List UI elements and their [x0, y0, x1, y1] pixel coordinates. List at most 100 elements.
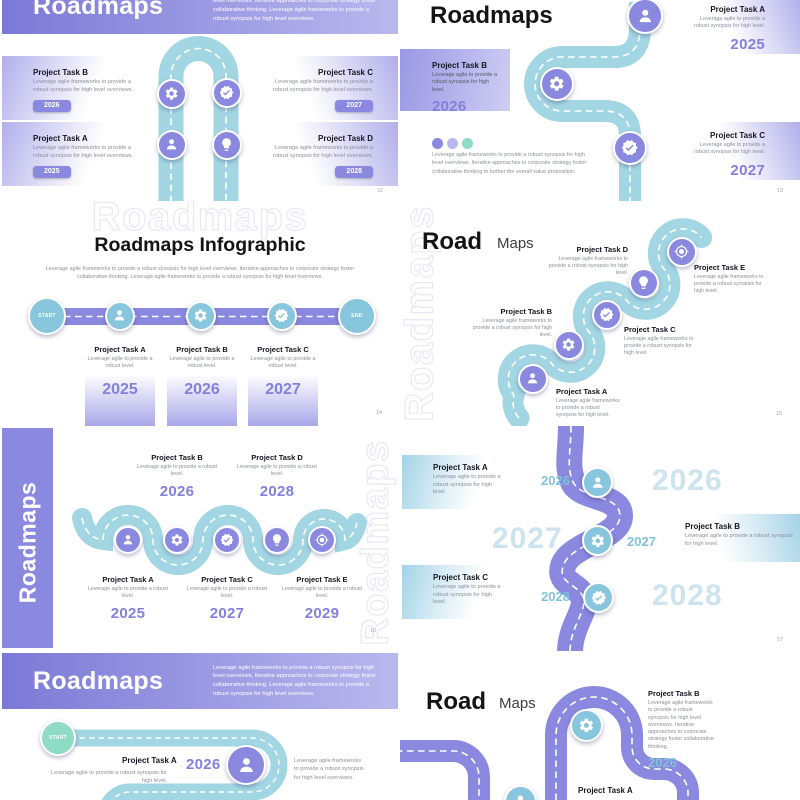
- year-badge: 2025: [33, 165, 71, 178]
- task-year: 2027: [627, 534, 656, 549]
- person-icon: [107, 303, 133, 329]
- page-number: 13: [777, 188, 784, 194]
- task-column: Project Task C Leverage agile to provide…: [248, 345, 318, 426]
- task-title: Project Task D: [318, 134, 373, 143]
- dot-row: [432, 136, 477, 154]
- target-icon: [310, 528, 334, 552]
- slide-thumbnail-16[interactable]: Roadmaps Roadmaps Project Task B Leverag…: [0, 426, 400, 651]
- slide-thumbnail-13[interactable]: Roadmaps Project Task A Leverage agile t…: [400, 0, 800, 201]
- task-year: 2027: [209, 605, 245, 623]
- year-badge: 2028: [335, 165, 373, 178]
- task-title: Project Task C: [624, 325, 676, 334]
- milestone-node: [186, 301, 216, 331]
- task-body: Leverage agile to provide a robust synop…: [685, 533, 793, 547]
- badge-check-icon: [585, 584, 612, 611]
- task-body: Leverage agile frameworks to provide a r…: [33, 145, 134, 159]
- task-year: 2027: [730, 161, 765, 179]
- task-card: Project Task C Leverage agile to provide…: [688, 122, 800, 180]
- header-band: Roadmaps Leverage agile frameworks to pr…: [2, 0, 398, 34]
- gear-icon: [572, 711, 601, 740]
- milestone-node: [582, 467, 613, 498]
- header-band: Roadmaps Leverage agile frameworks to pr…: [2, 653, 398, 709]
- milestone-node: [582, 525, 613, 556]
- slide-thumbnail-17[interactable]: 2026 2027 2028 Project Task A Leverage a…: [400, 426, 800, 651]
- task-card: Project Task B Leverage agile frameworks…: [2, 56, 148, 120]
- person-icon: [629, 0, 661, 32]
- task-body: Leverage agile to provide a robust synop…: [51, 770, 167, 784]
- milestone-node: [263, 526, 291, 554]
- sidebar-title: Roadmaps: [14, 481, 41, 604]
- slide-thumbnail-14[interactable]: Roadmaps Roadmaps Infographic Leverage a…: [0, 201, 400, 426]
- milestone-node: [627, 0, 663, 34]
- slide-thumbnail-15[interactable]: Roadmaps Road Maps Project Task A Levera…: [400, 201, 800, 426]
- task-year: 2026: [541, 473, 570, 488]
- ghost-year: 2027: [492, 522, 563, 555]
- person-icon: [584, 469, 611, 496]
- task-body: Leverage agile to provide a robust synop…: [433, 584, 501, 606]
- task-label: Project Task B Leverage agile frameworks…: [472, 307, 552, 339]
- start-label: START: [38, 313, 56, 319]
- task-card: Project Task C Leverage agile frameworks…: [252, 56, 398, 120]
- milestone-node: [213, 526, 241, 554]
- task-column: Project Task A Leverage agile to provide…: [86, 575, 170, 622]
- task-card: Project Task A Leverage agile frameworks…: [2, 122, 148, 186]
- task-label: Project Task C Leverage agile frameworks…: [624, 325, 694, 357]
- task-body: Leverage agile frameworks to provide a r…: [648, 700, 714, 750]
- task-title: Project Task C: [710, 131, 765, 140]
- task-column: Project Task A Leverage agile to provide…: [85, 345, 155, 426]
- year-badge: 2027: [335, 99, 373, 112]
- task-body: Leverage agile to provide a robust level…: [87, 586, 169, 600]
- milestone-node: [554, 330, 584, 360]
- badge-check-icon: [214, 80, 240, 106]
- page-number: 12: [377, 188, 384, 194]
- badge-check-icon: [269, 303, 295, 329]
- task-year: 2026: [432, 97, 467, 115]
- task-title: Project Task D: [251, 453, 303, 462]
- task-year: 2027: [265, 380, 301, 398]
- task-title: Project Task B: [685, 522, 740, 531]
- badge-check-icon: [594, 302, 620, 328]
- slide-thumbnail-19[interactable]: Road Maps Project Task B Leverage agile …: [400, 651, 800, 800]
- task-title: Project Task B: [33, 68, 88, 77]
- task-body: Leverage agile to provide a robust level…: [136, 464, 218, 478]
- task-column: Project Task D Leverage agile to provide…: [235, 453, 319, 500]
- milestone-node: [308, 526, 336, 554]
- slide-thumbnail-12[interactable]: Roadmaps Leverage agile frameworks to pr…: [0, 0, 400, 201]
- task-card: Project Task D Leverage agile frameworks…: [252, 122, 398, 186]
- slide-title: Roadmaps Infographic: [94, 234, 306, 256]
- sidebar-band: Roadmaps: [2, 428, 53, 648]
- milestone-node: [629, 268, 659, 298]
- person-icon: [506, 787, 535, 800]
- milestone-node: [570, 709, 603, 742]
- milestone-node: [540, 67, 574, 101]
- task-year: 2028: [541, 589, 570, 604]
- slide-title-light: Maps: [499, 695, 536, 712]
- task-body: Leverage agile frameworks to provide a r…: [556, 398, 620, 419]
- task-column: Project Task B Leverage agile to provide…: [167, 345, 237, 426]
- task-title: Project Task B: [500, 307, 552, 316]
- task-title: Project Task A: [433, 463, 488, 472]
- person-icon: [520, 366, 546, 392]
- task-body: Leverage agile to provide a robust level…: [169, 356, 235, 370]
- task-year: 2026: [186, 756, 221, 773]
- task-title: Project Task E: [296, 575, 348, 584]
- badge-check-icon: [215, 528, 239, 552]
- task-card: Project Task B Leverage agile to provide…: [681, 514, 800, 562]
- task-title: Project Task A: [710, 5, 765, 14]
- slide-title-bold: Road: [426, 688, 486, 715]
- task-title: Project Task C: [201, 575, 253, 584]
- task-title: Project Task C: [433, 573, 488, 582]
- milestone-node: [212, 78, 242, 108]
- badge-check-icon: [615, 133, 645, 163]
- task-title: Project Task A: [122, 756, 177, 765]
- task-year: 2025: [102, 380, 138, 398]
- start-node: START: [40, 720, 76, 756]
- slide-paragraph: Leverage agile frameworks to provide a r…: [432, 152, 587, 175]
- slide-title: Roadmaps: [430, 2, 553, 29]
- slide-thumbnail-18[interactable]: Roadmaps Leverage agile frameworks to pr…: [0, 651, 400, 800]
- task-label: Project Task B Leverage agile frameworks…: [648, 689, 714, 770]
- task-title: Project Task B: [648, 689, 700, 698]
- start-label: START: [49, 735, 67, 741]
- dot-purple: [432, 138, 443, 149]
- year-panel: 2027: [248, 373, 318, 426]
